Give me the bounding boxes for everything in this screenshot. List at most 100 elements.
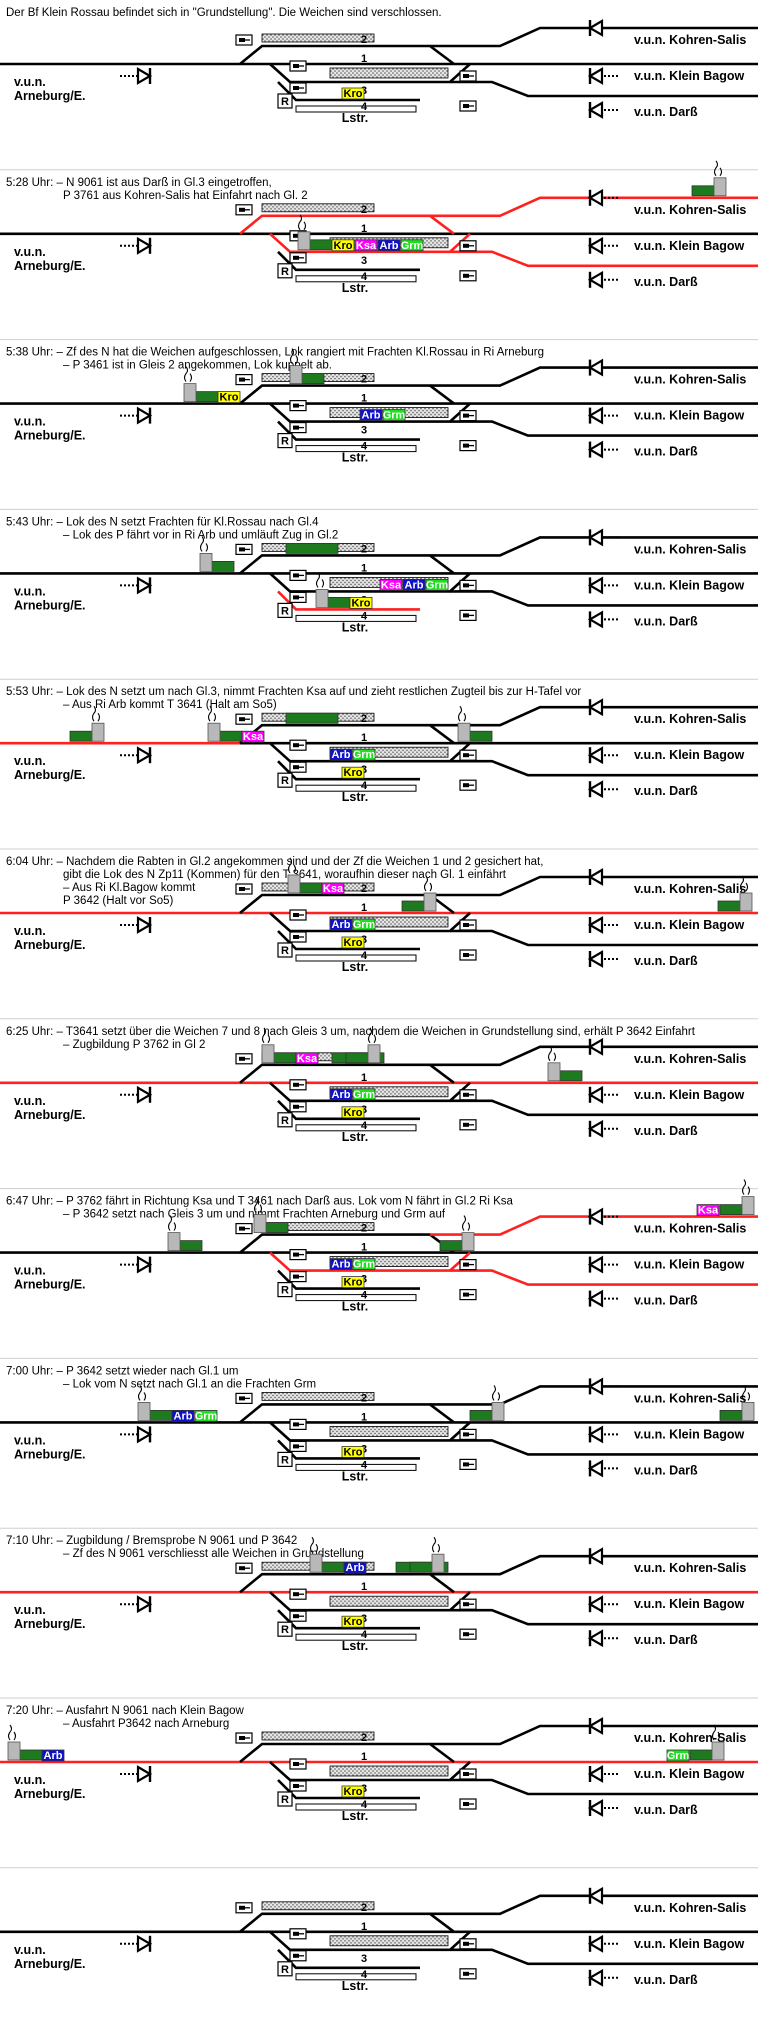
loco-body	[559, 1070, 583, 1082]
wagon-body	[352, 1088, 376, 1101]
branch-kohren	[460, 1045, 758, 1067]
wagon-body	[331, 239, 355, 252]
loco-body	[273, 1052, 297, 1064]
label-arneburg-line2: Arneburg/E.	[14, 1957, 86, 1971]
track-4	[277, 930, 420, 951]
track-number-1: 1	[361, 902, 367, 914]
loco-cab	[253, 1214, 267, 1233]
label-klein-bagow: v.u.n. Klein Bagow	[634, 1597, 744, 1611]
wagon-label: Kro	[344, 1786, 363, 1798]
loco-body	[719, 1410, 743, 1421]
locomotive	[7, 1724, 43, 1761]
loco-cab	[461, 1232, 475, 1251]
distant-signal-bagow	[587, 1255, 620, 1274]
coach	[285, 712, 339, 724]
loco-body	[345, 1052, 369, 1064]
wagon-body	[352, 748, 376, 761]
wagon-label: Arb	[44, 1750, 63, 1762]
smoke-plume	[91, 705, 101, 722]
branch-kohren	[460, 26, 758, 48]
track-number-2: 2	[361, 34, 367, 46]
platform-track-2	[261, 1731, 375, 1741]
loco-body	[309, 239, 333, 251]
wagon-arb: Arb	[329, 918, 353, 931]
locomotive	[409, 1536, 445, 1573]
track-number-4: 4	[361, 950, 368, 962]
label-klein-bagow: v.u.n. Klein Bagow	[634, 578, 744, 592]
smoke-plume	[7, 1724, 17, 1741]
wagon-label: Grm	[667, 1750, 690, 1762]
label-klein-bagow: v.u.n. Klein Bagow	[634, 1937, 744, 1951]
locomotive	[717, 875, 753, 912]
track-number-4: 4	[361, 1629, 368, 1641]
loco-cab	[547, 1062, 561, 1082]
smoke-plume	[287, 857, 297, 874]
distant-signal-bagow	[587, 1765, 620, 1783]
track-number-2: 2	[361, 374, 367, 386]
ramp-label: R	[281, 1794, 289, 1806]
branch-darss	[450, 1608, 758, 1626]
ramp-label: R	[281, 1624, 289, 1636]
train	[69, 705, 105, 742]
distant-signal-arneburg	[120, 916, 153, 934]
branch-darss	[450, 1948, 758, 1966]
track-4	[277, 1269, 420, 1290]
track-number-1: 1	[361, 1751, 367, 1763]
loco-body	[179, 1240, 203, 1251]
wagon-label: Grm	[383, 410, 406, 422]
locomotive	[167, 1215, 203, 1251]
label-kohren-salis: v.u.n. Kohren-Salis	[634, 1052, 746, 1066]
loading-road-label: Lstr.	[342, 451, 368, 465]
loco-cab	[287, 874, 301, 894]
wagon-grm: Grm	[194, 1410, 218, 1422]
label-darss: v.u.n. Darß	[634, 1633, 698, 1647]
wagon-kro: Kro	[341, 936, 365, 949]
loco-cab	[739, 892, 753, 912]
train	[691, 160, 727, 197]
loco-cab	[741, 1402, 755, 1421]
wagon-label: Arb	[332, 1259, 351, 1271]
loco-body	[69, 730, 93, 742]
train: Ksa	[287, 857, 345, 895]
train	[167, 1215, 203, 1251]
coach	[285, 542, 339, 554]
wagon-grm: Grm	[666, 1749, 690, 1762]
panel-caption-line: 5:43 Uhr: – Lok des N setzt Frachten für…	[6, 516, 319, 528]
label-kohren-salis: v.u.n. Kohren-Salis	[634, 1391, 746, 1405]
locomotive	[69, 705, 105, 742]
ramp-label: R	[281, 436, 289, 448]
label-kohren-salis: v.u.n. Kohren-Salis	[634, 882, 746, 896]
panel-caption-line: 7:10 Uhr: – Zugbildung / Bremsprobe N 90…	[6, 1535, 297, 1547]
track-number-1: 1	[361, 1242, 367, 1254]
wagon-body	[329, 1258, 353, 1270]
track-number-4: 4	[361, 441, 368, 453]
platform-track-2	[261, 1901, 375, 1911]
distant-signal-arneburg	[120, 1765, 153, 1783]
loading-road	[295, 1803, 417, 1811]
distant-signal-kohren	[587, 358, 620, 377]
distant-signal-darss	[587, 1459, 620, 1478]
wagon-body	[329, 1088, 353, 1101]
loading-road	[295, 614, 417, 622]
wagon-label: Arb	[362, 410, 381, 422]
distant-signal-bagow	[587, 1934, 620, 1953]
distant-signal-arneburg	[120, 1934, 153, 1953]
branch-kohren	[460, 1894, 758, 1916]
loading-road	[295, 1294, 417, 1302]
track-number-2: 2	[361, 1223, 367, 1235]
distant-signal-arneburg	[120, 67, 153, 85]
track-number-2: 2	[361, 204, 367, 216]
wagon-body	[217, 391, 241, 404]
wagon-body	[343, 1561, 367, 1574]
ramp-label: R	[281, 775, 289, 787]
smoke-plume	[309, 1536, 319, 1553]
track-number-2: 2	[361, 1392, 367, 1404]
wagon-body	[352, 1258, 376, 1270]
wagon-label: Kro	[344, 1616, 363, 1628]
distant-signal-darss	[587, 1799, 620, 1817]
distant-signal-arneburg	[120, 1595, 153, 1614]
wagon-arb: Arb	[377, 239, 401, 252]
track-2	[239, 554, 455, 575]
